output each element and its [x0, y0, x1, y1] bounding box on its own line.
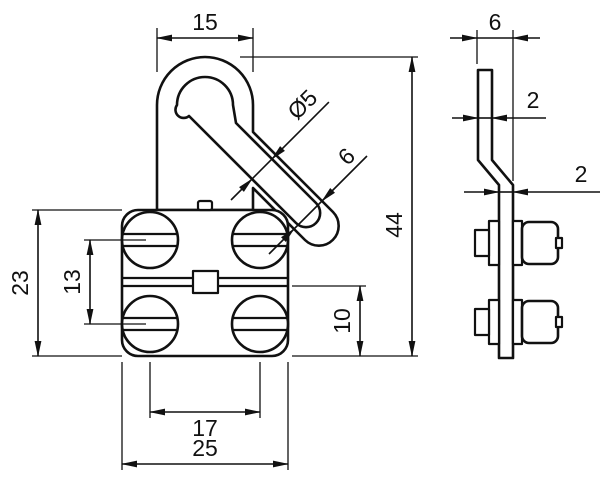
dim-lower-thickness-label: 2 — [575, 161, 588, 187]
dim-screw-cols-label: 17 — [192, 415, 218, 441]
dim-profile-depth-label: 6 — [489, 9, 502, 35]
dim-screw-rows-label: 13 — [59, 269, 85, 295]
side-screwhead-bottom — [511, 298, 564, 346]
dimensions-side: 6 2 2 — [450, 9, 600, 196]
dim-lower-section-label: 10 — [329, 308, 355, 334]
strap-base-notch — [196, 199, 214, 212]
dimensions-front: 15 23 13 44 10 17 25 Ø5 — [7, 9, 418, 470]
side-bolt-bottom — [473, 298, 501, 346]
clamp-center-block — [191, 269, 220, 295]
dim-clamp-height-label: 23 — [7, 270, 33, 296]
side-view — [473, 68, 564, 360]
side-screwhead-top — [511, 219, 564, 267]
dim-slot-diameter-label: Ø5 — [282, 84, 322, 124]
screw-bottom-right — [230, 294, 290, 354]
dim-total-height-label: 44 — [381, 212, 407, 238]
front-view — [120, 55, 340, 358]
screw-top-left — [120, 210, 180, 270]
hook-slot — [174, 75, 322, 229]
dim-strap-width-label: 15 — [192, 9, 218, 35]
side-profile — [476, 68, 515, 360]
dim-clamp-width-label: 25 — [192, 435, 218, 461]
side-bolt-top — [473, 219, 501, 267]
dim-upper-thickness-label: 2 — [527, 87, 540, 113]
screw-top-right — [230, 210, 290, 270]
